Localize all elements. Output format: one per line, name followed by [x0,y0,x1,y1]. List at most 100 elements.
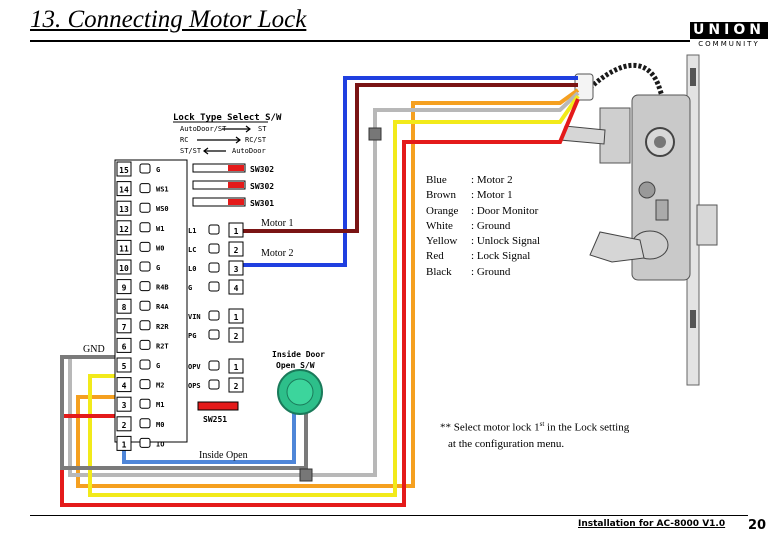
terminal-number: 3 [234,265,239,274]
left-terminal: 12 W1 [116,220,164,236]
right-terminal: L1 1 [188,222,244,238]
terminal-label: M0 [156,421,164,429]
terminal-label: R2T [156,342,169,350]
terminal-label: IO [156,440,164,448]
switch-option: ST [258,125,267,133]
motor2-label: Motor 2 [261,248,294,259]
sw251-switch [197,401,239,411]
arrow-icons [197,125,251,155]
terminal-number: 4 [234,284,239,293]
switch-option: ST/ST [180,147,202,155]
terminal-number: 2 [234,332,239,341]
terminal-number: 12 [119,225,129,234]
page-number: 20 [748,518,767,533]
wire-yellow [88,94,580,497]
page-title: 13. Connecting Motor Lock [30,6,307,33]
terminal-number: 5 [122,362,127,371]
legend-row: White: Ground [426,219,511,232]
left-terminal: 9 R4B [116,279,169,295]
terminal-number: 13 [119,205,129,214]
wire-color-legend: Blue: Motor 2 Brown: Motor 1 Orange: Doo… [426,173,540,280]
inside-door-label: Inside Door [272,349,325,359]
terminal-label: W1 [156,225,164,233]
terminal-label: G [156,264,160,272]
title-underline [30,40,690,42]
right-terminal: LC 2 [188,241,244,257]
left-terminal: 14 WS1 [116,181,169,197]
junction-bottom [299,468,313,482]
terminal-label: L0 [188,265,196,273]
inside-door-label: Open S/W [276,361,315,370]
terminal-label: R4B [156,284,169,292]
wire-gray-gnd [60,355,308,470]
switch-option: RC [180,136,188,144]
motor1-label: Motor 1 [261,218,294,229]
switch-option: AutoDoor/ST [180,125,227,133]
switch-option: AutoDoor [232,147,266,155]
left-terminal: 11 W0 [116,239,164,255]
gnd-label: GND [83,344,105,355]
terminal-label: L1 [188,227,196,235]
terminal-label: VIN [188,313,201,321]
brand-name: UNION [690,22,768,39]
terminal-number: 4 [122,382,127,391]
terminal-number: 14 [119,186,129,195]
wire-orange [76,88,580,488]
legend-row: Yellow: Unlock Signal [426,235,541,248]
switch-label: SW302 [250,182,274,191]
wire-brown [243,83,578,233]
terminal-number: 2 [122,421,127,430]
right-terminal: VIN 1 [188,308,244,324]
left-terminal: 2 M0 [116,416,164,432]
config-note: ** Select motor lock 1st in the Lock set… [440,416,629,452]
terminal-label: WS1 [156,186,169,194]
terminal-number: 9 [122,284,127,293]
brand-subtitle: COMMUNITY [698,40,760,48]
note-line: ** Select motor lock 1st in the Lock set… [440,420,630,434]
terminal-label: R4A [156,303,169,311]
terminal-label: M1 [156,401,164,409]
motor-lock-illustration [559,54,718,386]
legend-row: Orange: Door Monitor [426,204,539,217]
terminal-number: 10 [119,264,129,273]
terminal-label: WS0 [156,205,169,213]
footer-rule [30,515,748,516]
terminal-number: 1 [234,227,239,236]
wiring-diagram: Lock Type Select S/W AutoDoor/ST ST RC R… [60,54,718,507]
terminal-label: W0 [156,244,164,252]
junction-top [368,127,382,141]
left-terminal: 10 G [116,259,160,275]
terminal-label: G [188,284,192,292]
terminal-label: LC [188,246,196,254]
terminal-number: 2 [234,382,239,391]
terminal-number: 11 [119,244,129,253]
terminal-number: 1 [234,363,239,372]
terminal-number: 8 [122,303,127,312]
wire-blue [243,76,578,267]
left-terminal: 13 WS0 [116,200,169,216]
left-terminal: 1 IO [116,435,164,451]
inside-door-button [277,369,323,415]
terminal-number: 15 [119,166,129,175]
terminal-number: 6 [122,342,127,351]
terminal-number: 2 [234,246,239,255]
switch-label: SW301 [250,199,274,208]
terminal-number: 1 [122,440,127,449]
terminal-number: 1 [234,313,239,322]
right-terminal: L0 3 [188,260,244,276]
terminal-label: OPV [188,363,201,371]
inside-open-label: Inside Open [199,450,248,461]
right-terminal: OPV 1 [188,358,244,374]
legend-row: Brown: Motor 1 [426,189,513,202]
legend-row: Blue: Motor 2 [426,174,513,186]
terminal-label: G [156,362,160,370]
note-line: at the configuration menu. [448,437,565,450]
